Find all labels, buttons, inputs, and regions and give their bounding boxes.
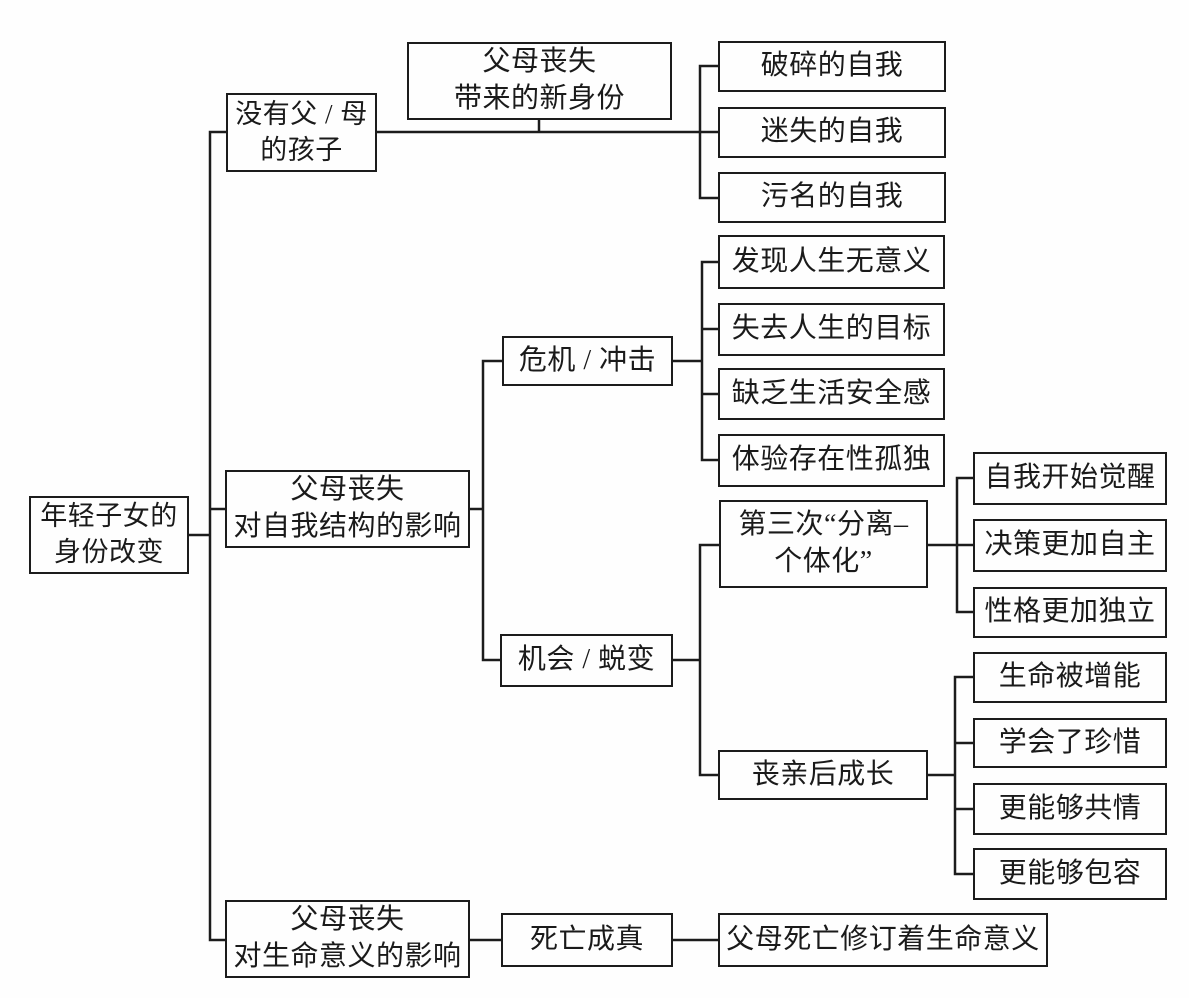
node-self-awakening: 自我开始觉醒 [973, 452, 1167, 505]
node-death-revises-life-meaning: 父母死亡修订着生命意义 [718, 913, 1048, 967]
node-life-empowered: 生命被增能 [973, 652, 1167, 703]
node-child-without-parent: 没有父 / 母 的孩子 [226, 93, 377, 172]
node-opportunity-transformation: 机会 / 蜕变 [500, 634, 673, 687]
node-lack-life-security: 缺乏生活安全感 [718, 368, 945, 420]
node-root: 年轻子女的 身份改变 [29, 496, 189, 574]
node-stigmatized-self: 污名的自我 [718, 172, 946, 223]
node-learned-to-cherish: 学会了珍惜 [973, 718, 1167, 768]
node-find-life-meaningless: 发现人生无意义 [718, 235, 945, 289]
node-lose-life-goal: 失去人生的目标 [718, 303, 945, 356]
node-post-bereavement-growth: 丧亲后成长 [718, 750, 928, 800]
node-new-identity-from-loss: 父母丧失 带来的新身份 [407, 42, 672, 120]
node-independent-personality: 性格更加独立 [973, 587, 1167, 638]
node-impact-on-self-structure: 父母丧失 对自我结构的影响 [225, 470, 470, 548]
node-impact-on-life-meaning: 父母丧失 对生命意义的影响 [225, 900, 470, 978]
node-existential-loneliness: 体验存在性孤独 [718, 434, 945, 487]
node-more-tolerance: 更能够包容 [973, 848, 1167, 900]
node-broken-self: 破碎的自我 [718, 41, 946, 92]
node-third-separation-individuation: 第三次“分离– 个体化” [719, 500, 928, 588]
node-crisis-impact: 危机 / 冲击 [502, 336, 673, 386]
node-lost-self: 迷失的自我 [718, 107, 946, 158]
node-death-becomes-real: 死亡成真 [501, 913, 673, 967]
node-autonomous-decisions: 决策更加自主 [973, 519, 1167, 572]
node-more-empathy: 更能够共情 [973, 783, 1167, 835]
